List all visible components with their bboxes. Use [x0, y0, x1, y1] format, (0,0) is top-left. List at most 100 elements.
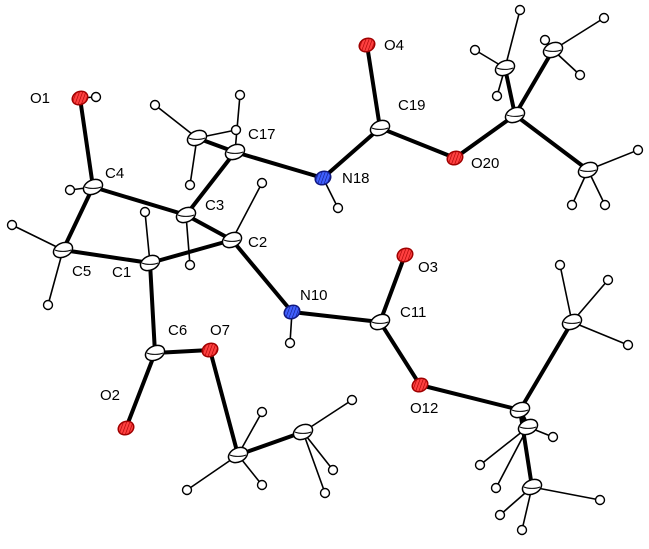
hydrogen-atom	[490, 482, 502, 494]
bond-cqa-cqa1	[503, 66, 517, 117]
hydrogen-atom	[149, 99, 161, 111]
hydrogen-atom	[514, 4, 526, 16]
atom-label-c6: C6	[168, 322, 187, 339]
bond-c3-c17	[184, 150, 237, 217]
hydrogen-atom	[598, 12, 610, 24]
bond-o1-c4	[78, 96, 95, 189]
atom-label-o1: O1	[30, 90, 50, 107]
h-bond-line	[47, 249, 64, 306]
atom-o20	[446, 150, 464, 166]
atom-label-o12: O12	[410, 400, 438, 417]
bond-c19-o20	[378, 126, 457, 160]
hydrogen-atom	[516, 524, 528, 536]
atom-c11	[369, 313, 391, 331]
atom-label-o7: O7	[210, 322, 230, 339]
hydrogen-atom	[332, 202, 344, 214]
atom-o1	[71, 90, 89, 106]
h-bond-line	[559, 264, 573, 323]
h-bond-line	[302, 431, 334, 471]
hydrogen-atom	[42, 299, 54, 311]
bond-n18-c19	[321, 126, 382, 180]
hydrogen-atom	[566, 199, 578, 211]
bond-o20-cqa	[453, 113, 517, 160]
bond-c5-c1	[61, 248, 152, 265]
atom-label-c3: C3	[205, 197, 224, 214]
atom-o3	[396, 247, 414, 263]
h-bond-line	[531, 486, 601, 501]
atom-c4	[82, 178, 104, 196]
atom-cqb1	[561, 313, 583, 331]
atom-c8	[227, 446, 249, 464]
hydrogen-atom	[256, 479, 268, 491]
atom-label-c4: C4	[105, 165, 124, 182]
hydrogen-atom	[90, 91, 102, 103]
hydrogen-atom	[256, 177, 268, 189]
atom-o2	[117, 420, 135, 436]
h-bond-line	[504, 9, 521, 69]
atom-c17m	[186, 129, 208, 147]
atom-c6	[144, 344, 166, 362]
hydrogen-atom	[632, 144, 644, 156]
atom-label-o2: O2	[100, 387, 120, 404]
hydrogen-atom	[346, 394, 358, 406]
hydrogen-atom	[327, 464, 339, 476]
hydrogen-atom	[494, 509, 506, 521]
bond-cqb-cqb1	[518, 320, 574, 412]
bond-c11-o12	[378, 320, 422, 387]
hydrogen-atom	[256, 406, 268, 418]
hydrogen-atom	[284, 337, 296, 349]
h-bond-line	[11, 224, 64, 251]
h-bond-line	[571, 321, 629, 346]
atom-cqb2	[517, 418, 539, 436]
atom-label-c17: C17	[248, 126, 276, 143]
h-bond-line	[144, 211, 151, 264]
hydrogen-atom	[547, 431, 559, 443]
hydrogen-atom	[64, 184, 76, 196]
bond-c2-n10	[230, 238, 294, 314]
hydrogen-atom	[622, 339, 634, 351]
atom-cqa1	[494, 59, 516, 77]
hydrogen-atom	[594, 494, 606, 506]
h-bond-line	[154, 104, 198, 139]
atom-label-c11: C11	[400, 304, 426, 321]
hydrogen-atom	[599, 199, 611, 211]
bond-c1-c6	[148, 261, 157, 355]
atom-c19	[369, 119, 391, 137]
atom-label-n10: N10	[300, 287, 328, 304]
hydrogen-atom	[602, 274, 614, 286]
hydrogen-atom	[139, 206, 151, 218]
atoms-layer	[52, 37, 599, 496]
bond-c2-c3	[184, 213, 234, 242]
atom-c5	[52, 241, 74, 259]
atom-c1	[139, 254, 161, 272]
hydrogen-atom	[474, 459, 486, 471]
atom-o7	[201, 342, 219, 358]
atom-c17	[224, 143, 246, 161]
h-bond-line	[185, 214, 191, 266]
atom-cqa2	[542, 41, 564, 59]
hydrogen-atom	[539, 34, 551, 46]
atom-label-o20: O20	[471, 155, 499, 172]
atom-label-o4: O4	[384, 37, 404, 54]
atom-c3	[175, 206, 197, 224]
atom-label-c19: C19	[398, 97, 426, 114]
atom-label-c2: C2	[248, 234, 267, 251]
atom-o12	[411, 377, 429, 393]
bond-c8-c9	[236, 430, 305, 457]
atom-label-c1: C1	[112, 264, 131, 281]
hydrogen-atom	[181, 484, 193, 496]
bond-n10-c11	[290, 310, 382, 324]
bond-o12-cqb	[418, 383, 522, 412]
h-bond-line	[234, 94, 241, 153]
bond-c11-o3	[378, 253, 407, 324]
bond-cqa-cqa3	[513, 113, 590, 172]
bond-c19-o4	[365, 43, 382, 130]
atom-c2	[221, 231, 243, 249]
bond-c4-c5	[61, 185, 95, 252]
atom-label-c5: C5	[72, 263, 91, 280]
hydrogen-atom	[184, 179, 196, 191]
hydrogen-atom	[554, 259, 566, 271]
atom-cqa3	[577, 161, 599, 179]
